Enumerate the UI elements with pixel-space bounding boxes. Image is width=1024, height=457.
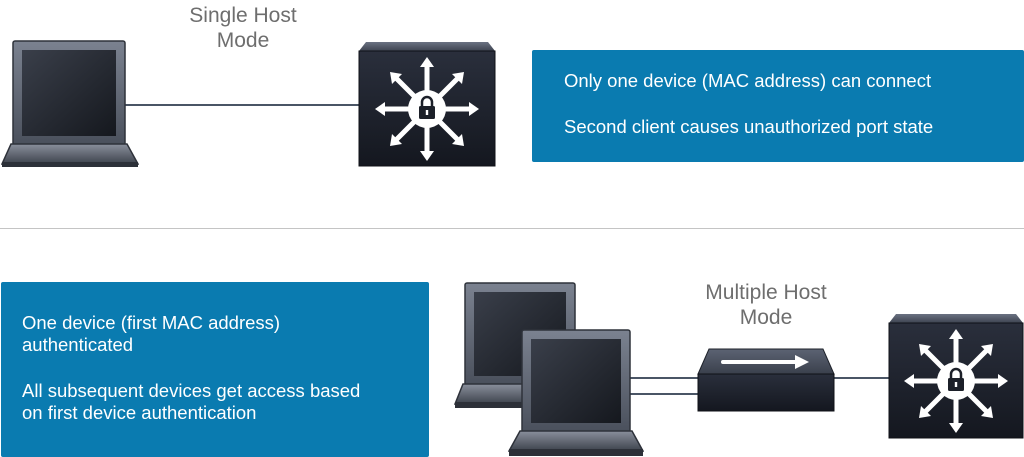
secure-switch-icon bbox=[888, 313, 1024, 439]
single-host-info-box: Only one device (MAC address) can connec… bbox=[532, 50, 1024, 162]
secure-switch-icon bbox=[358, 41, 496, 167]
hub-to-switch-link bbox=[832, 377, 892, 379]
laptop-to-hub-link-1 bbox=[628, 377, 704, 379]
laptop-to-hub-link-2 bbox=[628, 393, 704, 395]
single-host-info-line-2: Second client causes unauthorized port s… bbox=[564, 116, 934, 137]
hub-icon bbox=[697, 348, 835, 412]
single-host-info-line-1: Only one device (MAC address) can connec… bbox=[564, 70, 932, 91]
single-host-link bbox=[124, 104, 362, 106]
lock-icon bbox=[419, 95, 435, 119]
laptop-icon bbox=[1, 40, 139, 168]
multiple-host-info-box: One device (first MAC address) authentic… bbox=[1, 282, 429, 457]
laptop-icon bbox=[508, 329, 644, 457]
multiple-host-mode-title: Multiple Host Mode bbox=[705, 281, 827, 329]
multiple-host-info-line-2: All subsequent devices get access based … bbox=[22, 380, 361, 423]
section-divider bbox=[0, 228, 1024, 229]
multiple-host-info-line-1: One device (first MAC address) authentic… bbox=[22, 312, 281, 355]
single-host-mode-title: Single Host Mode bbox=[189, 4, 297, 52]
lock-icon bbox=[948, 367, 964, 391]
